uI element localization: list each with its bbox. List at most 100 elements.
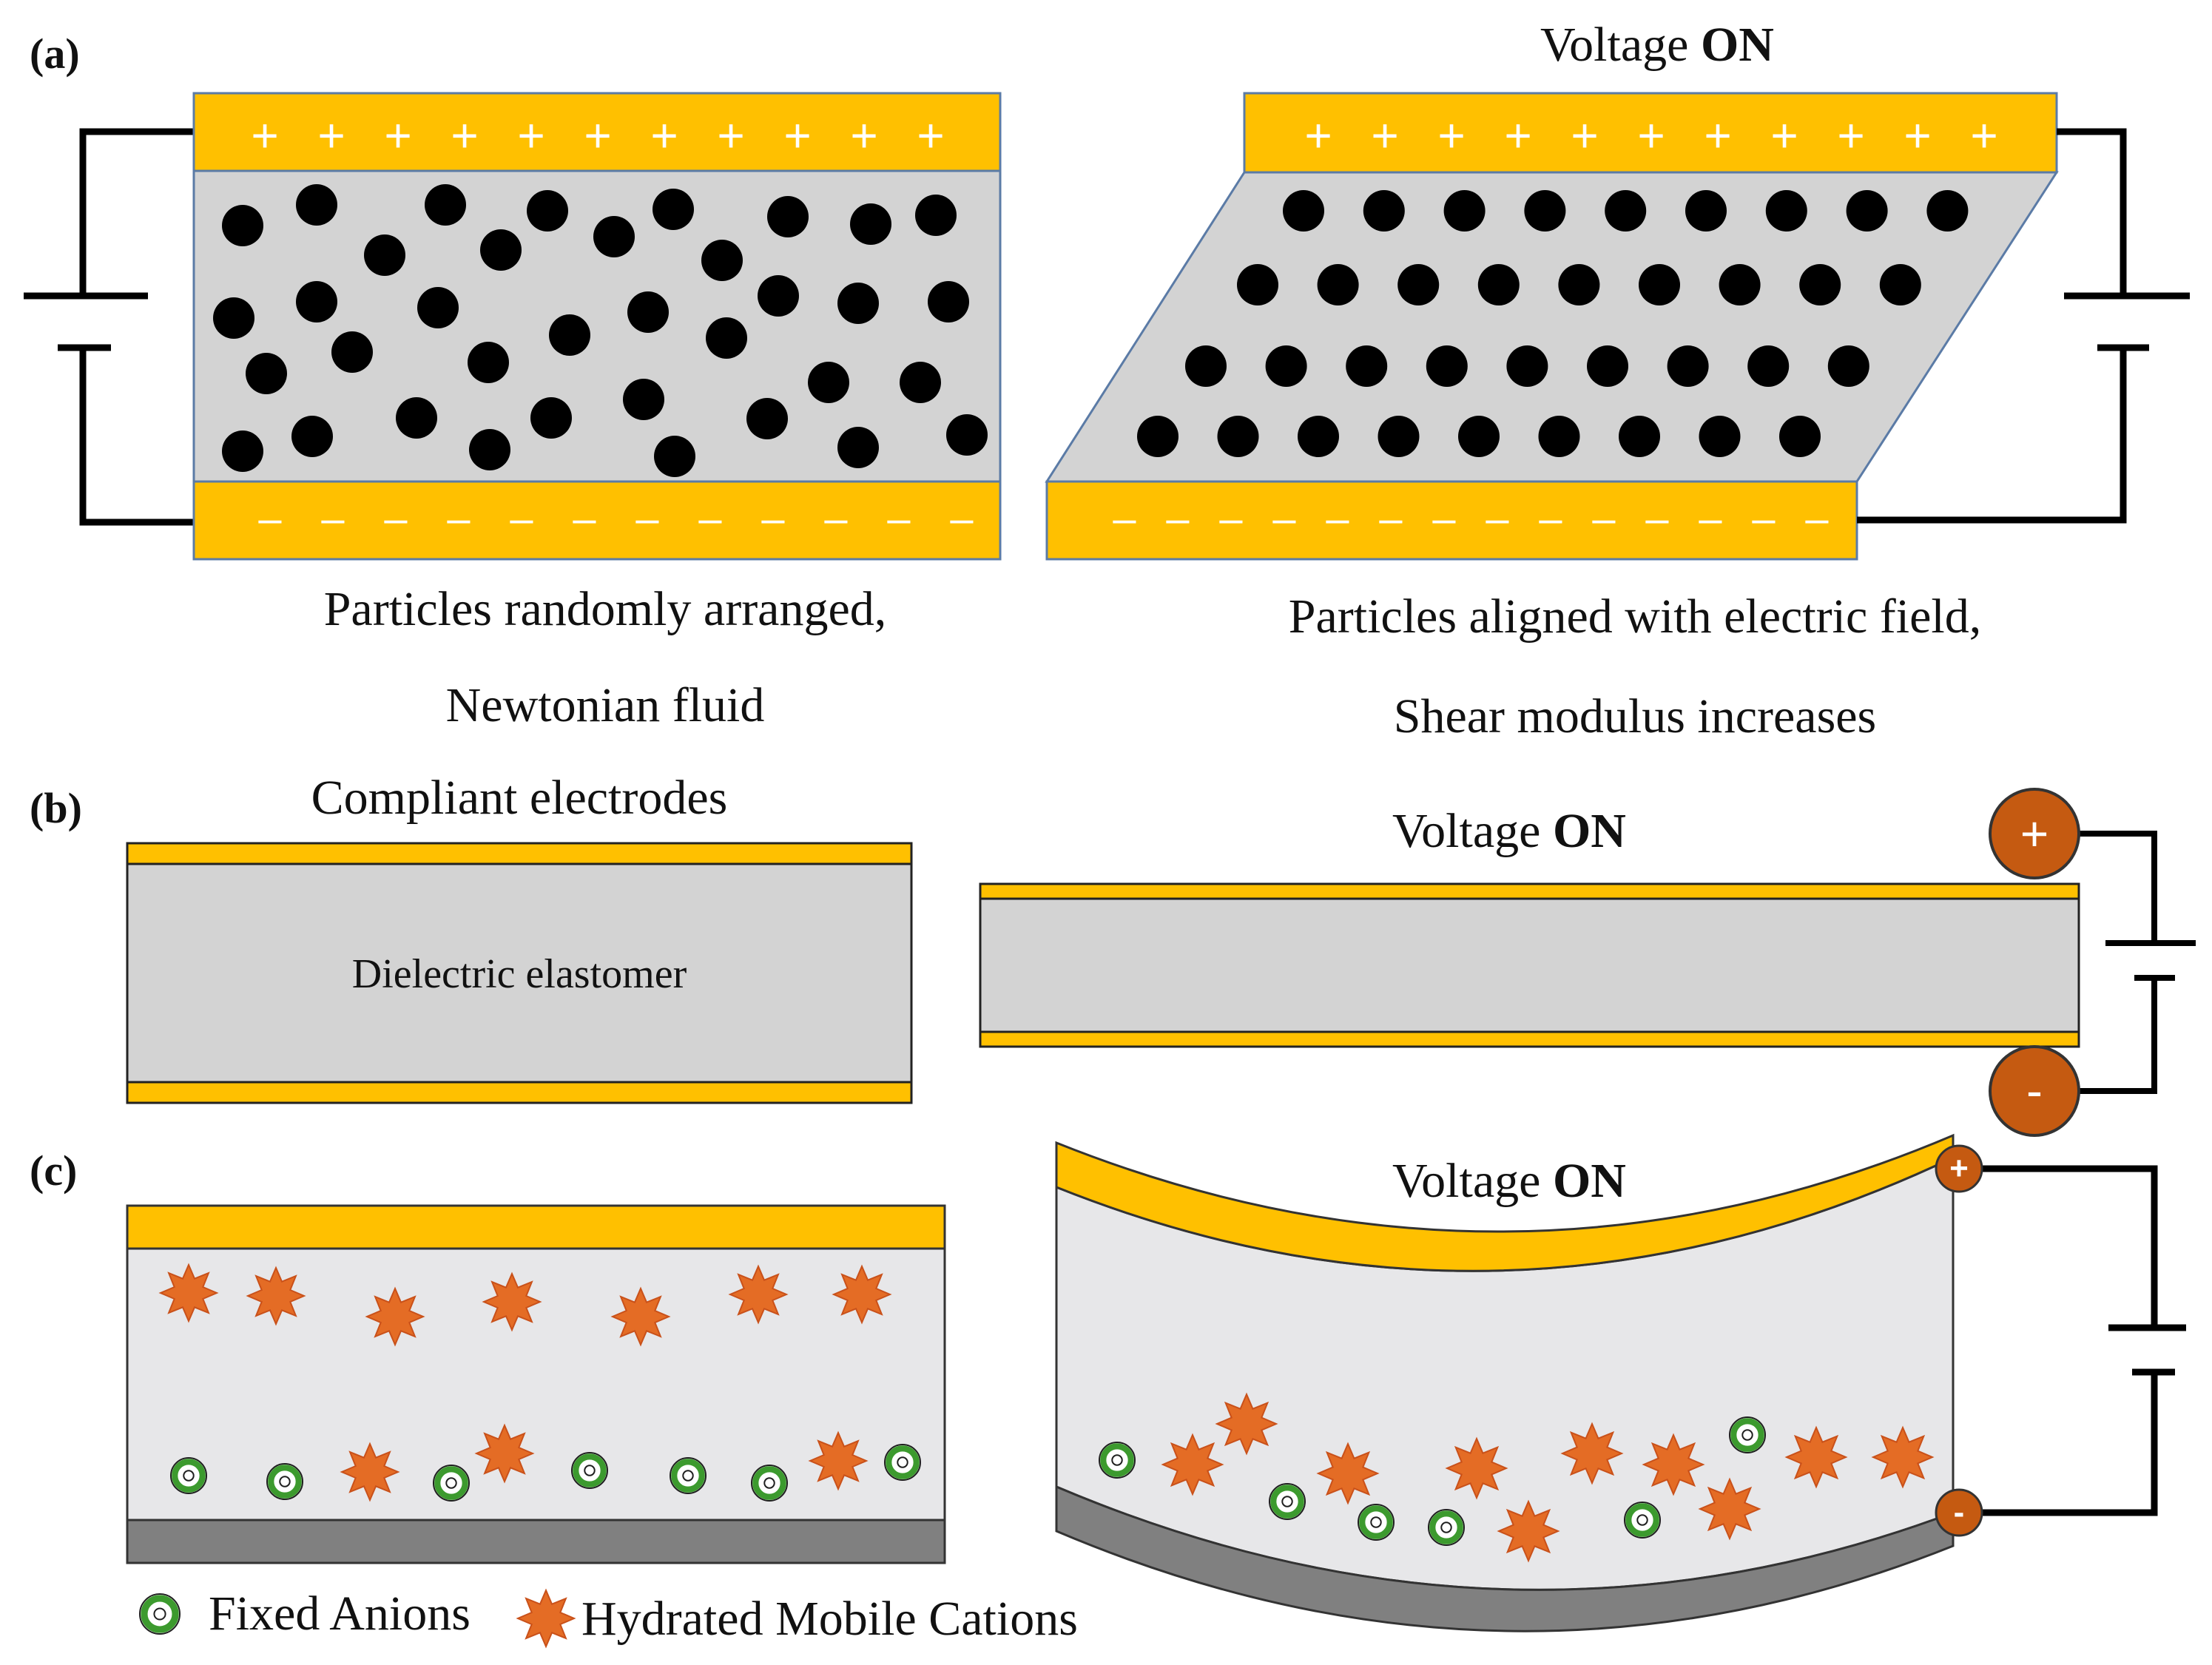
particle-icon	[530, 397, 572, 439]
left-bottom-electrode	[192, 480, 1002, 561]
cation-icon	[482, 1271, 542, 1332]
svg-text:-: -	[2026, 1063, 2043, 1118]
particle-icon	[837, 427, 879, 468]
right-bottom-electrode	[1045, 480, 1858, 561]
particle-icon	[1926, 190, 1969, 232]
particle-icon	[331, 331, 373, 373]
particle-icon	[1363, 190, 1405, 232]
cation-icon	[1698, 1477, 1761, 1541]
minus-sign: –	[1752, 495, 1776, 541]
minus-sign: –	[761, 495, 785, 541]
particle-icon	[1587, 345, 1628, 387]
particle-icon	[1879, 264, 1921, 305]
panel-c-circuit	[1983, 1165, 2186, 1516]
particle-icon	[1458, 416, 1500, 457]
b-right-dielectric	[979, 897, 2080, 1033]
panel-c: (c) Voltage ON + -	[30, 1133, 2186, 1632]
particle-icon	[1639, 264, 1680, 305]
wire	[2057, 128, 2127, 296]
b-plus-terminal: +	[1989, 788, 2080, 879]
particle-icon	[1605, 190, 1647, 232]
plus-sign: +	[1504, 109, 1531, 162]
plus-sign: +	[384, 109, 411, 162]
minus-sign: –	[1592, 495, 1616, 541]
plus-sign: +	[251, 109, 278, 162]
particle-icon	[1506, 345, 1548, 387]
particle-icon	[213, 297, 254, 339]
particle-icon	[296, 184, 337, 226]
particle-icon	[1397, 264, 1440, 305]
cation-icon	[365, 1286, 425, 1347]
left-cations	[158, 1263, 892, 1502]
cation-icon	[516, 1588, 576, 1649]
minus-sign: –	[510, 495, 533, 541]
panel-a: (a) +++++++++++ –––––––––––– Particles r…	[24, 18, 2190, 743]
cation-icon	[1642, 1433, 1705, 1496]
particle-icon	[1137, 416, 1179, 457]
minus-sign: –	[1486, 495, 1509, 541]
plus-sign: +	[917, 109, 944, 162]
particle-icon	[480, 229, 522, 271]
particle-icon	[222, 430, 263, 472]
plus-sign: +	[1571, 109, 1598, 162]
panel-a-label: (a)	[30, 30, 80, 78]
particle-icon	[654, 436, 695, 477]
minus-sign: –	[824, 495, 848, 541]
particle-icon	[746, 398, 788, 439]
b-left-dielectric	[126, 862, 913, 1084]
particle-icon	[1443, 190, 1486, 232]
particle-icon	[701, 240, 743, 281]
anion-icon	[433, 1465, 470, 1502]
particle-icon	[1538, 416, 1580, 457]
particle-icon	[1747, 345, 1790, 387]
anion-icon	[139, 1593, 181, 1635]
plus-sign: +	[1304, 109, 1332, 162]
anion-icon	[1729, 1416, 1766, 1453]
cation-icon	[1215, 1392, 1278, 1456]
anion-icon	[571, 1452, 608, 1489]
anion-icon	[884, 1444, 921, 1481]
particle-icon	[758, 275, 799, 317]
particle-icon	[767, 196, 809, 237]
b-right-top-electrode	[979, 882, 2080, 900]
particle-icon	[1765, 190, 1807, 232]
particle-icon	[396, 397, 437, 439]
particle-icon	[1346, 345, 1388, 387]
c-left-polymer	[126, 1204, 946, 1524]
b-right-bottom-electrode	[979, 1030, 2080, 1048]
panel-a-right-circuit	[1857, 128, 2190, 524]
anion-icon	[1358, 1504, 1395, 1541]
right-caption-line2: Shear modulus increases	[1394, 689, 1877, 743]
svg-text:+: +	[2020, 806, 2049, 861]
particle-icon	[1283, 190, 1324, 232]
particle-icon	[1719, 264, 1761, 305]
minus-sign: –	[1699, 495, 1722, 541]
c-plus-terminal: +	[1935, 1144, 1983, 1193]
minus-sign: –	[1272, 495, 1296, 541]
minus-sign: –	[321, 495, 345, 541]
cation-icon	[1445, 1436, 1508, 1500]
minus-sign: –	[698, 495, 722, 541]
minus-sign: –	[887, 495, 911, 541]
particle-icon	[246, 353, 287, 394]
particle-icon	[425, 184, 466, 226]
plus-sign: +	[451, 109, 478, 162]
right-caption-line1: Particles aligned with electric field,	[1289, 590, 1981, 644]
particle-icon	[900, 362, 941, 403]
voltage-on-title-a: Voltage ON	[1540, 18, 1774, 72]
left-top-electrode	[192, 92, 1002, 172]
right-minus-signs: ––––––––––––––	[1113, 495, 1829, 541]
particle-icon	[915, 195, 957, 236]
particle-icon	[850, 203, 891, 245]
right-cations	[1161, 1392, 1935, 1563]
minus-sign: –	[635, 495, 659, 541]
anion-icon	[1624, 1502, 1661, 1539]
left-caption-line2: Newtonian fluid	[446, 678, 765, 732]
particle-icon	[1827, 345, 1869, 387]
minus-sign: –	[447, 495, 471, 541]
particle-icon	[623, 379, 664, 420]
legend-fixed-anions: Fixed Anions	[209, 1587, 471, 1641]
plus-sign: +	[1437, 109, 1465, 162]
c-left-top-electrode	[126, 1204, 946, 1250]
